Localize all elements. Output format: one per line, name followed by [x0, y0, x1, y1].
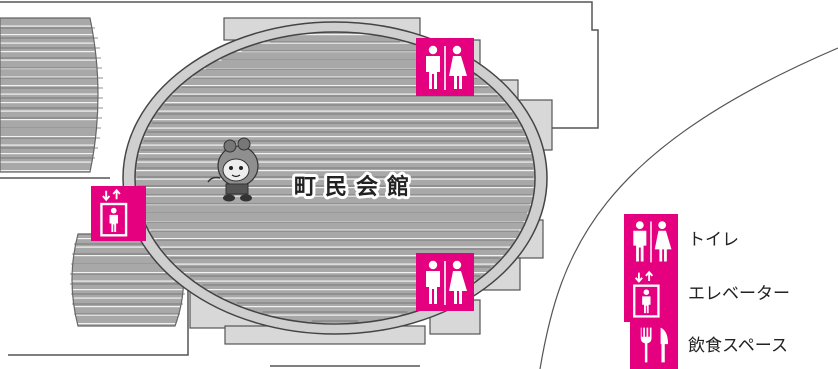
building-outline	[0, 1, 599, 367]
legend-label-dining: 飲食スペース	[688, 336, 788, 356]
restroom-marker-top[interactable]	[416, 38, 474, 96]
restroom-marker-bottom[interactable]	[416, 253, 474, 311]
legend-restroom-icon	[624, 214, 678, 268]
hall-label: 町民会館 町民会館	[291, 171, 418, 203]
hall-label-text: 町民会館	[294, 174, 418, 200]
mascot-character	[207, 137, 259, 202]
legend-icons	[624, 214, 678, 369]
restroom-icon	[416, 253, 474, 311]
legend-dining-icon	[630, 321, 678, 369]
elevator-marker[interactable]	[91, 186, 146, 241]
hall-label-halo: 町民会館	[294, 174, 418, 200]
legend-label-restroom: トイレ	[688, 230, 739, 250]
left-seating-top	[0, 17, 103, 173]
legend-label-elevator: エレベーター	[688, 284, 790, 304]
restroom-icon	[416, 38, 474, 96]
legend-elevator-icon	[624, 268, 678, 322]
elevator-icon	[91, 186, 146, 241]
outdoor-path-line	[539, 47, 838, 369]
